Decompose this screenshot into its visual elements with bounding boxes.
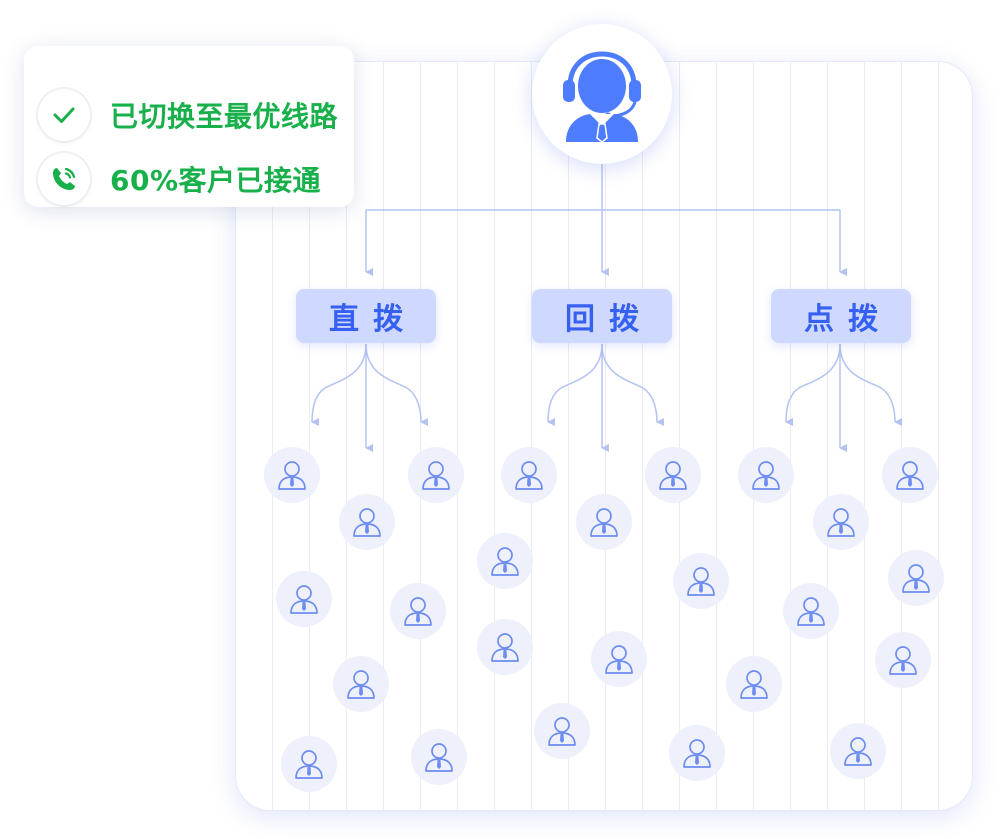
customer-icon — [590, 508, 618, 537]
dial-mode-direct-label: 直拨 — [329, 302, 417, 337]
status-line-switched: 已切换至最优线路 — [38, 89, 338, 141]
dial-mode-callback-label: 回拨 — [565, 302, 653, 337]
customer-avatar — [333, 656, 389, 712]
customer-icon — [740, 670, 768, 699]
fan-left-1 — [311, 343, 367, 427]
customer-icon — [491, 633, 519, 662]
customer-icon — [605, 645, 633, 674]
customer-icon — [687, 567, 715, 596]
customer-avatar — [813, 494, 869, 550]
customer-icon — [353, 508, 381, 537]
check-icon — [38, 89, 90, 141]
customer-avatar — [264, 447, 320, 503]
customer-icon — [752, 461, 780, 490]
customer-avatar — [645, 447, 701, 503]
customer-avatar — [882, 447, 938, 503]
customer-avatar — [281, 736, 337, 792]
customer-icon — [404, 597, 432, 626]
customer-icon — [491, 547, 519, 576]
customer-icon — [422, 461, 450, 490]
customer-icon — [295, 750, 323, 779]
fan-right-1 — [365, 343, 429, 426]
customer-avatar — [783, 583, 839, 639]
customer-avatar — [830, 723, 886, 779]
customer-icon — [515, 461, 543, 490]
customer-icon — [683, 739, 711, 768]
customer-icon — [659, 461, 687, 490]
agent-avatar — [532, 24, 672, 164]
phone-ringing-icon — [38, 153, 90, 205]
customer-avatar — [534, 703, 590, 759]
customer-icon — [278, 461, 306, 490]
dial-mode-click-button[interactable]: 点拨 — [771, 289, 911, 343]
fan-left-2 — [547, 343, 603, 427]
customer-icon — [896, 461, 924, 490]
customer-icon — [347, 670, 375, 699]
customer-avatar — [669, 725, 725, 781]
dial-mode-direct-button[interactable]: 直拨 — [296, 289, 436, 343]
customer-icon — [548, 717, 576, 746]
customer-avatar — [888, 550, 944, 606]
agent-headset-icon — [563, 51, 641, 142]
customer-avatar — [408, 447, 464, 503]
customer-avatar — [339, 494, 395, 550]
fan-right-3 — [839, 343, 903, 426]
customer-icon — [290, 585, 318, 614]
customer-icon — [844, 737, 872, 766]
customer-icon — [797, 597, 825, 626]
customer-avatar — [411, 729, 467, 785]
customer-avatar — [726, 656, 782, 712]
customer-avatar — [501, 447, 557, 503]
customer-avatar — [591, 631, 647, 687]
status-card: 已切换至最优线路 60%客户已接通 — [24, 46, 354, 207]
customer-avatar — [276, 571, 332, 627]
dial-mode-click-label: 点拨 — [804, 302, 892, 337]
customer-icon — [425, 743, 453, 772]
fan-left-3 — [785, 343, 841, 427]
connected-rate-text: 60%客户已接通 — [110, 164, 322, 197]
customer-icon — [902, 564, 930, 593]
status-connected-rate: 60%客户已接通 — [38, 153, 321, 205]
fan-right-2 — [601, 343, 665, 426]
customer-avatar — [875, 632, 931, 688]
customer-avatar — [390, 583, 446, 639]
customer-avatar — [477, 533, 533, 589]
customer-avatar — [738, 447, 794, 503]
dial-mode-callback-button[interactable]: 回拨 — [532, 289, 672, 343]
customer-avatar — [673, 553, 729, 609]
customer-icon — [827, 508, 855, 537]
line-switched-text: 已切换至最优线路 — [110, 100, 339, 133]
customer-avatar — [576, 494, 632, 550]
customer-icon — [889, 646, 917, 675]
customer-avatar — [477, 619, 533, 675]
